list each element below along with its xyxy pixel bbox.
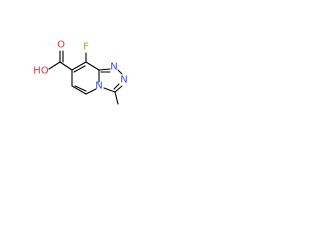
bond-c8a-c8	[85, 61, 100, 71]
nitrogen-top-right-label: N	[110, 62, 117, 73]
molecule-drawing: F O HO N N N	[33, 40, 128, 105]
bond-n2-c3-inner	[113, 83, 120, 90]
carbonyl-oxygen-label: O	[57, 40, 65, 51]
bond-c8a-n1	[98, 68, 111, 71]
bond-c7-ccooh	[59, 61, 73, 71]
nitrogen-bridge-label: N	[95, 81, 102, 92]
bond-c8-c7-inner	[73, 65, 86, 73]
bond-ccooh-oh	[48, 61, 61, 70]
bond-c8-c7	[71, 61, 87, 71]
bond-c3-n4	[103, 87, 116, 93]
bond-n1-n2	[117, 69, 123, 75]
bond-c6-c5-inner	[74, 85, 87, 92]
bond-n2-c3	[114, 85, 123, 93]
hydroxyl-label: HO	[33, 66, 49, 77]
bond-c3-methyl	[114, 91, 119, 105]
bond-c6-c5	[71, 85, 87, 95]
bond-c5-n4	[85, 88, 97, 95]
fluorine-label: F	[83, 42, 89, 53]
structure-canvas: F O HO N N N	[0, 0, 152, 152]
nitrogen-right-label: N	[120, 75, 127, 86]
